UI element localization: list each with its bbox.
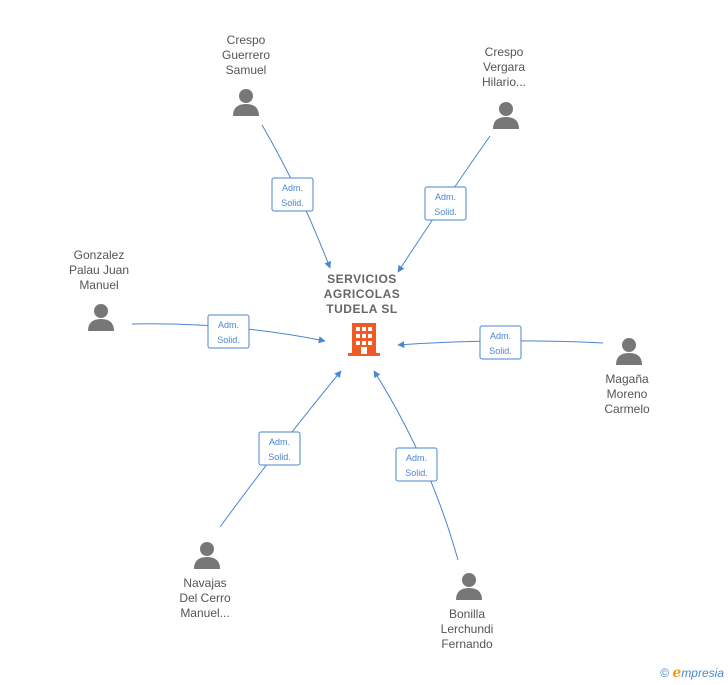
- person-icon: [194, 542, 220, 569]
- person-icon: [493, 102, 519, 129]
- svg-text:Solid.: Solid.: [217, 335, 240, 345]
- person-node-crespo-vergara[interactable]: Crespo Vergara Hilario...: [482, 45, 526, 129]
- person-icon: [88, 304, 114, 331]
- svg-text:Solid.: Solid.: [405, 468, 428, 478]
- edge-labels: Adm. Solid. Adm. Solid. Adm. Solid. Adm.…: [207, 177, 522, 482]
- brand-logo-text: mpresia: [681, 666, 724, 680]
- node-label-line: Del Cerro: [179, 591, 231, 605]
- edge-label-gonzalez-palau[interactable]: Adm. Solid.: [207, 314, 250, 349]
- person-icon: [456, 573, 482, 600]
- svg-text:Adm.: Adm.: [435, 192, 456, 202]
- node-label-line: Carmelo: [604, 402, 650, 416]
- node-label-line: Samuel: [226, 63, 267, 77]
- svg-text:Solid.: Solid.: [489, 346, 512, 356]
- footer-brand[interactable]: © empresia: [660, 665, 724, 681]
- center-label-line-2: AGRICOLAS: [324, 287, 401, 301]
- copyright-symbol: ©: [660, 666, 670, 680]
- person-icon: [616, 338, 642, 365]
- person-node-bonilla-lerchundi[interactable]: Bonilla Lerchundi Fernando: [441, 573, 494, 651]
- person-node-navajas-del-cerro[interactable]: Navajas Del Cerro Manuel...: [179, 542, 231, 620]
- center-node[interactable]: SERVICIOS AGRICOLAS TUDELA SL: [324, 272, 401, 356]
- node-label-line: Manuel...: [180, 606, 229, 620]
- node-label-line: Fernando: [441, 637, 493, 651]
- svg-text:Adm.: Adm.: [282, 183, 303, 193]
- node-label-line: Lerchundi: [441, 622, 494, 636]
- node-label-line: Bonilla: [449, 607, 485, 621]
- node-label-line: Crespo: [485, 45, 524, 59]
- svg-text:Solid.: Solid.: [434, 207, 457, 217]
- node-label-line: Crespo: [227, 33, 266, 47]
- edge-label-navajas-del-cerro[interactable]: Adm. Solid.: [258, 431, 301, 466]
- node-label-line: Gonzalez: [74, 248, 125, 262]
- center-label-line-3: TUDELA SL: [326, 302, 397, 316]
- node-label-line: Palau Juan: [69, 263, 129, 277]
- person-icon: [233, 89, 259, 116]
- edge-label-bonilla-lerchundi[interactable]: Adm. Solid.: [395, 447, 438, 482]
- edge-label-magana-moreno[interactable]: Adm. Solid.: [479, 325, 522, 360]
- center-label-line-1: SERVICIOS: [327, 272, 397, 286]
- person-node-gonzalez-palau[interactable]: Gonzalez Palau Juan Manuel: [69, 248, 129, 331]
- edge-label-crespo-vergara[interactable]: Adm. Solid.: [424, 186, 467, 221]
- node-label-line: Hilario...: [482, 75, 526, 89]
- svg-text:Solid.: Solid.: [268, 452, 291, 462]
- node-label-line: Moreno: [607, 387, 648, 401]
- brand-logo-initial: e: [672, 665, 682, 681]
- node-label-line: Magaña: [605, 372, 649, 386]
- edge-label-crespo-guerrero[interactable]: Adm. Solid.: [271, 177, 314, 212]
- svg-text:Solid.: Solid.: [281, 198, 304, 208]
- person-node-crespo-guerrero[interactable]: Crespo Guerrero Samuel: [222, 33, 270, 116]
- building-icon: [348, 323, 380, 356]
- person-node-magana-moreno[interactable]: Magaña Moreno Carmelo: [604, 338, 650, 416]
- node-label-line: Vergara: [483, 60, 525, 74]
- svg-text:Adm.: Adm.: [490, 331, 511, 341]
- svg-text:Adm.: Adm.: [218, 320, 239, 330]
- svg-text:Adm.: Adm.: [269, 437, 290, 447]
- node-label-line: Navajas: [183, 576, 226, 590]
- node-label-line: Manuel: [79, 278, 118, 292]
- svg-text:Adm.: Adm.: [406, 453, 427, 463]
- node-label-line: Guerrero: [222, 48, 270, 62]
